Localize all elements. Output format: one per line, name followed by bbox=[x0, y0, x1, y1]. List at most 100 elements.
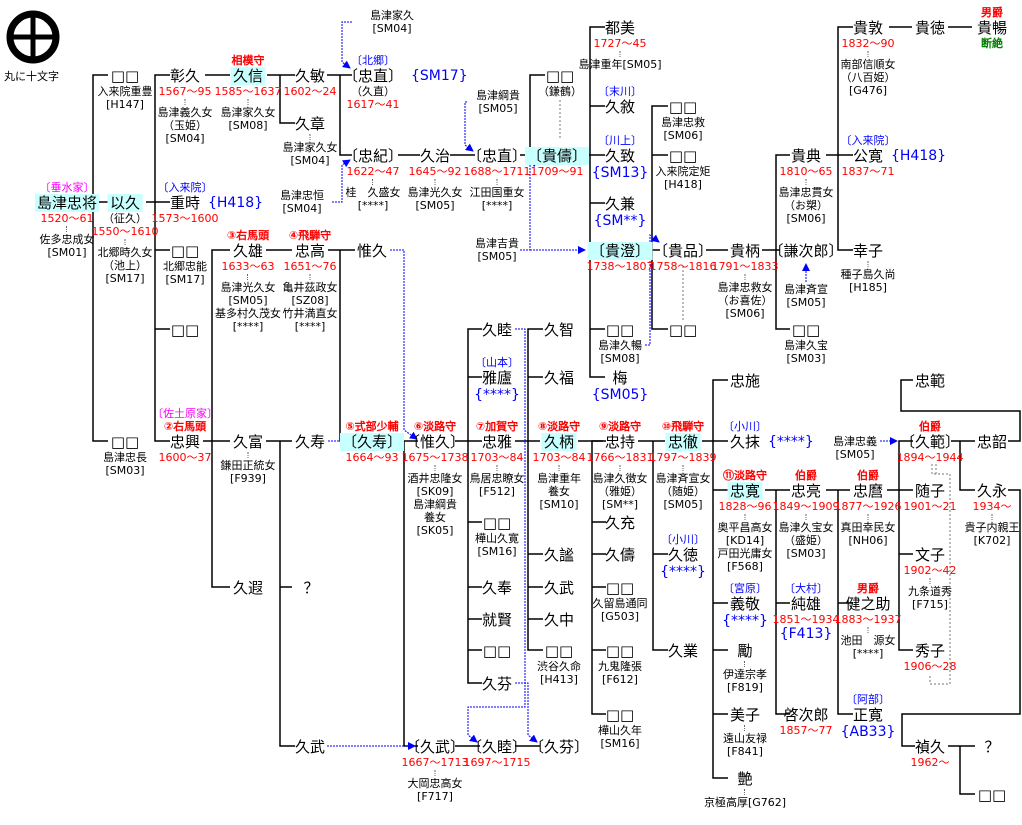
person-name[interactable]: 久信相模守 bbox=[230, 54, 265, 85]
person-name[interactable]: □□ bbox=[977, 786, 1007, 804]
person-name[interactable]: 就賢 bbox=[481, 611, 513, 629]
person-name[interactable]: 久抹〔小川〕{****} bbox=[722, 420, 814, 451]
person-node[interactable]: 就賢 bbox=[480, 610, 514, 629]
person-name[interactable]: 忠麿伯爵 bbox=[852, 469, 883, 500]
person-node[interactable]: □□入来院重豊[H147] bbox=[98, 66, 153, 111]
person-node[interactable]: □□九鬼隆張[F612] bbox=[598, 641, 642, 686]
person-node[interactable]: ？ bbox=[301, 578, 320, 597]
person-node[interactable]: 忠施 bbox=[728, 371, 762, 390]
person-node[interactable]: 義敬〔宮原〕{****} bbox=[722, 582, 768, 630]
person-node[interactable]: 正寛〔阿部〕{AB33} bbox=[841, 693, 896, 741]
person-name[interactable]: 惟久 bbox=[356, 242, 388, 260]
person-name[interactable]: 久武 bbox=[543, 579, 575, 597]
person-name[interactable]: □□ bbox=[482, 642, 512, 660]
person-node[interactable]: □□島津久暢[SM08] bbox=[598, 320, 642, 365]
person-name[interactable]: 純雄〔大村〕 bbox=[783, 582, 828, 613]
person-name[interactable]: ？ bbox=[303, 579, 319, 597]
person-node[interactable]: 久敘〔末川〕 bbox=[598, 85, 642, 116]
person-name[interactable]: 啓次郎 bbox=[783, 706, 829, 724]
person-name[interactable]: 忠韶 bbox=[976, 433, 1008, 451]
person-name[interactable]: □□ bbox=[668, 147, 698, 165]
person-node[interactable]: 貴暢男爵断絶 bbox=[975, 6, 1009, 50]
person-name[interactable]: 〔久範〕伯爵 bbox=[899, 420, 960, 451]
person-node[interactable]: 重時〔入来院〕{H418}1573〜1600 bbox=[152, 181, 264, 225]
person-name[interactable]: 久寿 bbox=[294, 433, 326, 451]
person-node[interactable]: 島津忠義[SM05] bbox=[833, 435, 877, 461]
person-name[interactable]: 健之助男爵 bbox=[845, 582, 891, 613]
person-name[interactable]: 久充 bbox=[604, 514, 636, 532]
person-node[interactable]: 〔貴澄〕1738〜1807 bbox=[587, 241, 654, 273]
person-node[interactable]: 勵伊達宗孝[F819] bbox=[723, 641, 767, 694]
person-node[interactable]: 久芬 bbox=[480, 674, 514, 693]
person-name[interactable]: 久敏 bbox=[294, 67, 325, 85]
person-node[interactable]: 久武 bbox=[542, 578, 576, 597]
person-node[interactable]: 久兼{SM**} bbox=[594, 194, 647, 230]
person-name[interactable]: 忠範 bbox=[914, 372, 946, 390]
person-node[interactable]: □□島津忠長[SM03] bbox=[103, 432, 147, 477]
person-node[interactable]: 久福 bbox=[542, 368, 576, 387]
person-node[interactable]: □□北郷忠能[SM17] bbox=[163, 241, 207, 286]
person-node[interactable]: 島津家久[SM04] bbox=[370, 9, 414, 35]
person-name[interactable]: 久芬 bbox=[481, 675, 513, 693]
person-node[interactable]: 公寛〔入来院〕{H418}1837〜71 bbox=[840, 134, 946, 178]
person-name[interactable]: 久兼 bbox=[604, 195, 635, 213]
person-node[interactable]: 〔貴品〕1758〜1816 bbox=[650, 241, 717, 273]
person-name[interactable]: 雅廬〔山本〕 bbox=[474, 356, 519, 387]
person-node[interactable]: 美子遠山友禄[F841] bbox=[723, 705, 767, 758]
person-name[interactable]: 勵 bbox=[737, 642, 753, 660]
person-name[interactable]: 禎久 bbox=[914, 738, 945, 756]
person-name[interactable]: 貴暢男爵 bbox=[976, 6, 1008, 37]
person-name[interactable]: 〔忠直〕 bbox=[466, 147, 527, 165]
person-node[interactable]: □□ bbox=[667, 320, 699, 339]
person-node[interactable]: 久儔 bbox=[603, 545, 637, 564]
person-name[interactable]: 久福 bbox=[543, 369, 575, 387]
person-name[interactable]: 幸子 bbox=[852, 242, 883, 260]
person-name[interactable]: 貴典 bbox=[790, 147, 821, 165]
person-name[interactable]: 〔久睦〕 bbox=[466, 738, 527, 756]
person-name[interactable]: □□ bbox=[605, 579, 635, 597]
person-node[interactable]: 久富鎌田正統女[F939] bbox=[221, 432, 276, 485]
person-name[interactable]: 久中 bbox=[543, 611, 575, 629]
person-name[interactable]: 久章 bbox=[294, 115, 325, 133]
person-node[interactable]: ？ bbox=[982, 737, 1001, 756]
person-name[interactable]: 貴徳 bbox=[914, 19, 946, 37]
person-name[interactable]: □□ bbox=[668, 98, 698, 116]
person-name[interactable]: 〔謙次郎〕 bbox=[768, 242, 844, 260]
person-name[interactable]: 忠亮伯爵 bbox=[790, 469, 821, 500]
person-node[interactable]: 久武 bbox=[293, 737, 327, 756]
person-node[interactable]: 惟久 bbox=[355, 241, 389, 260]
person-node[interactable]: 久智 bbox=[542, 320, 576, 339]
person-name[interactable]: 久智 bbox=[543, 321, 575, 339]
person-name[interactable]: 正寛〔阿部〕 bbox=[845, 693, 890, 724]
person-name[interactable]: □□ bbox=[605, 321, 635, 339]
person-name[interactable]: 〔久芬〕 bbox=[528, 738, 590, 756]
person-name[interactable]: 〔忠直〕〔北郷〕{SM17} bbox=[342, 54, 468, 85]
person-node[interactable]: 島津綱貴[SM05] bbox=[476, 89, 520, 115]
person-name[interactable]: 久奉 bbox=[481, 579, 513, 597]
person-name[interactable]: 〔貴澄〕 bbox=[587, 242, 652, 260]
person-node[interactable]: 梅{SM05} bbox=[592, 368, 649, 404]
person-name[interactable]: 〔忠紀〕 bbox=[342, 147, 404, 165]
person-node[interactable]: 久徳〔小川〕{****} bbox=[660, 533, 706, 581]
